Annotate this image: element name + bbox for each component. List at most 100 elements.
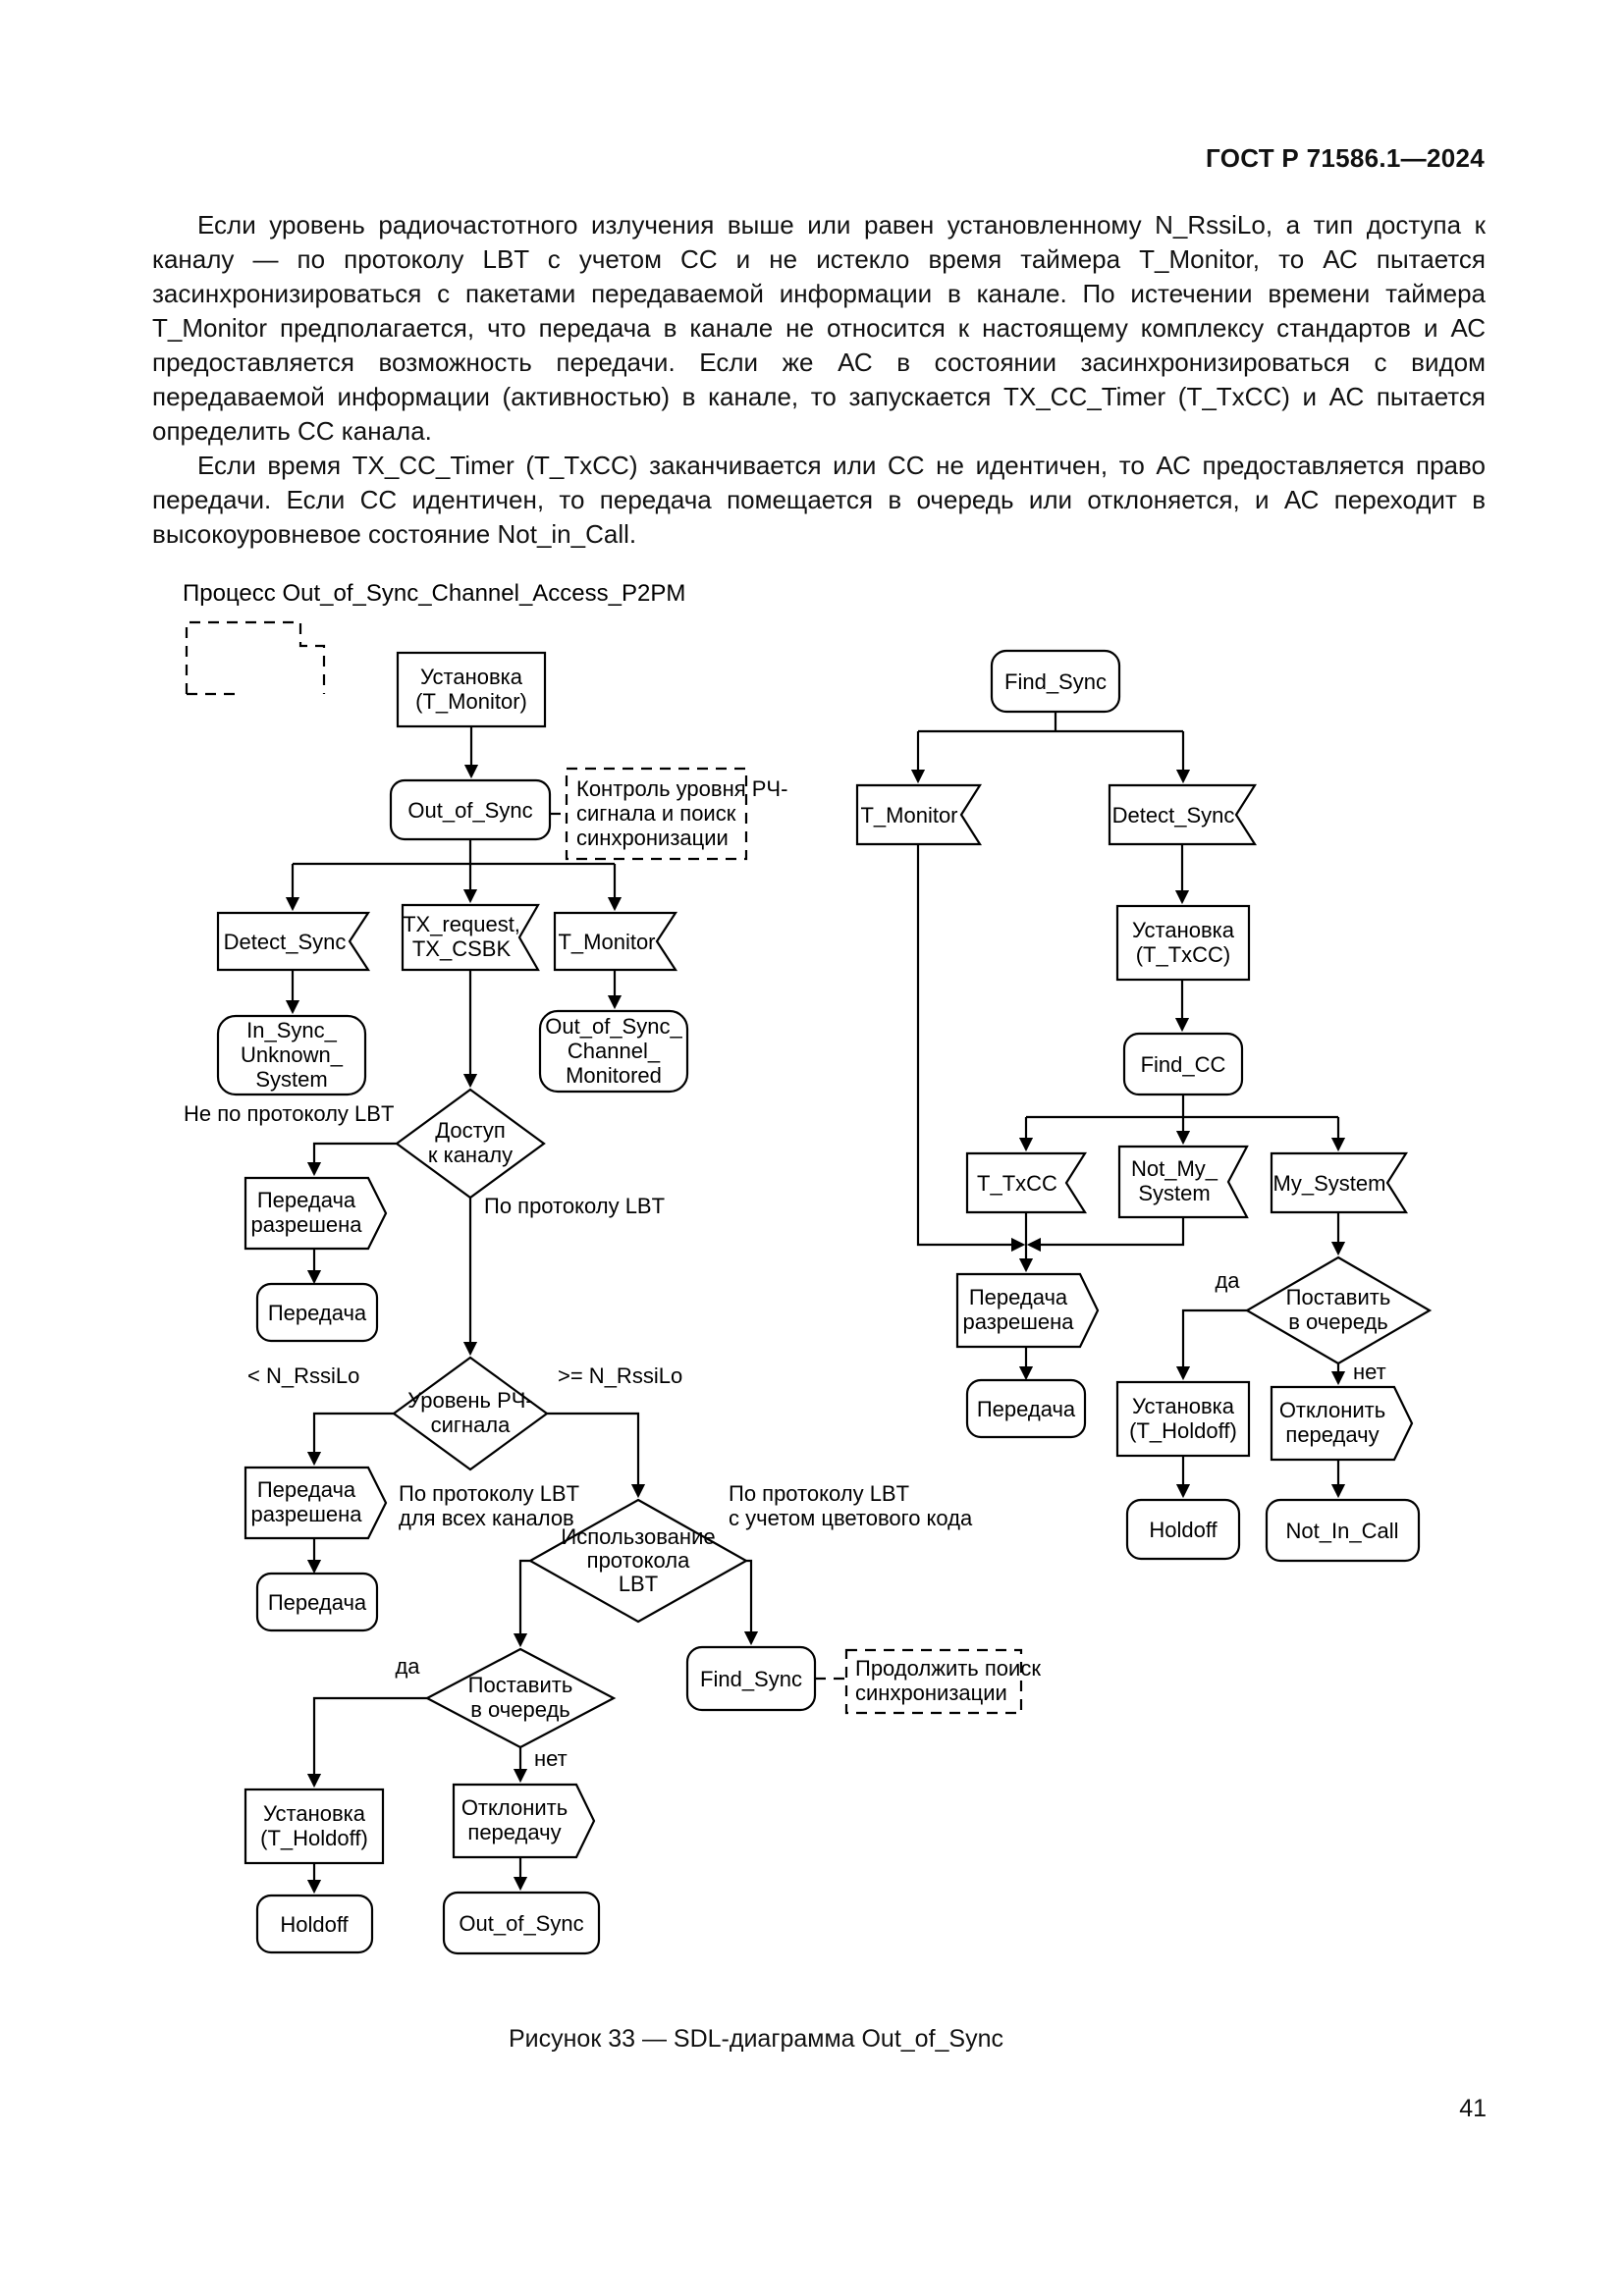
state-shape xyxy=(255,1282,379,1343)
state-transmit-2-label: Передача xyxy=(268,1590,367,1615)
task-set-tmonitor-label: Установка xyxy=(420,665,523,689)
input-shape xyxy=(553,911,678,972)
decision-channel-access: Доступ к каналу xyxy=(395,1088,546,1200)
flow-line xyxy=(547,1412,646,1499)
state-shape xyxy=(538,1009,689,1094)
input-not-my-system-l1: Not_My_ xyxy=(1131,1156,1218,1181)
decision-access-l2: к каналу xyxy=(428,1143,513,1167)
input-detect-sync-1: Detect_Sync xyxy=(216,911,371,972)
input-tx-request: TX_request, TX_CSBK xyxy=(401,903,540,972)
state-holdoff-right: Holdoff xyxy=(1125,1498,1241,1561)
output-perm3-l1: Передача xyxy=(969,1285,1068,1309)
label-yes-left: да xyxy=(395,1654,420,1679)
decision-shape xyxy=(527,1498,749,1624)
output-reject-right-l2: передачу xyxy=(1285,1422,1379,1447)
state-transmit-3: Передача xyxy=(965,1378,1087,1439)
state-in-sync-l1: In_Sync_ xyxy=(246,1018,337,1042)
label-yes-right: да xyxy=(1215,1268,1240,1293)
output-tx-permitted-1: Передача разрешена xyxy=(244,1176,388,1251)
input-shape xyxy=(1108,783,1257,846)
state-holdoff-right-label: Holdoff xyxy=(1149,1518,1218,1542)
output-reject-left-l1: Отклонить xyxy=(461,1795,568,1820)
input-detect-sync-1-label: Detect_Sync xyxy=(224,930,347,954)
output-shape xyxy=(1270,1385,1414,1462)
decision-access-l1: Доступ xyxy=(435,1118,506,1143)
comment-shape xyxy=(844,1648,1023,1715)
state-out-of-sync-2: Out_of_Sync xyxy=(442,1891,601,1955)
state-out-of-sync-1-label: Out_of_Sync xyxy=(407,798,532,823)
output-reject-right-l1: Отклонить xyxy=(1279,1398,1385,1422)
decision-shape xyxy=(395,1088,546,1200)
decision-shape xyxy=(392,1356,549,1471)
flow-line xyxy=(1175,1308,1247,1381)
label-lbt-all-channels-l2: для всех каналов xyxy=(399,1506,574,1530)
flow-line xyxy=(1026,1095,1338,1119)
output-perm2-l2: разрешена xyxy=(250,1502,362,1526)
figure-caption: Рисунок 33 — SDL-диаграмма Out_of_Sync xyxy=(508,2025,1004,2053)
input-shape xyxy=(216,911,371,972)
page-number: 41 xyxy=(1459,2095,1487,2122)
state-shape xyxy=(965,1378,1087,1439)
comment-rf-l1: Контроль уровня РЧ- xyxy=(576,776,787,801)
state-in-sync-l2: Unknown_ xyxy=(241,1042,344,1067)
comment-continue-l1: Продолжить поиск xyxy=(855,1656,1041,1681)
task-shape xyxy=(1115,1380,1251,1458)
state-find-sync-right-label: Find_Sync xyxy=(1004,669,1107,694)
input-not-my-system-l2: System xyxy=(1138,1181,1210,1205)
state-shape xyxy=(442,1891,601,1955)
state-out-of-sync-1: Out_of_Sync xyxy=(389,778,552,841)
paragraph-1: Если уровень радиочастотного излучения в… xyxy=(152,210,1486,446)
input-t-monitor-2-label: T_Monitor xyxy=(860,803,957,828)
state-find-sync-left: Find_Sync xyxy=(685,1645,817,1712)
state-not-in-call-label: Not_In_Call xyxy=(1286,1519,1399,1543)
label-lbt-color-code-l2: с учетом цветового кода xyxy=(729,1506,973,1530)
task-set-holdoff-right-l2: (T_Holdoff) xyxy=(1129,1418,1237,1443)
label-lbt: По протоколу LBT xyxy=(484,1194,665,1218)
task-shape xyxy=(396,651,547,728)
task-set-holdoff-left-l1: Установка xyxy=(263,1801,366,1826)
input-t-monitor-1-label: T_Monitor xyxy=(558,930,655,954)
output-perm2-l1: Передача xyxy=(257,1477,356,1502)
decision-queue-left-l1: Поставить xyxy=(468,1673,573,1697)
body-text-block: Если уровень радиочастотного излучения в… xyxy=(152,208,1486,552)
flow-lines xyxy=(285,712,1346,1895)
state-in-sync-unknown-system: In_Sync_ Unknown_ System xyxy=(216,1014,367,1096)
decision-lbt-usage: Использование протокола LBT xyxy=(527,1498,749,1624)
output-reject-right: Отклонить передачу xyxy=(1270,1385,1414,1462)
flow-line-junction-right xyxy=(1026,1217,1185,1253)
flow-line xyxy=(293,839,615,866)
state-find-sync-left-label: Find_Sync xyxy=(700,1667,802,1691)
state-oos-mon-l1: Out_of_Sync_ xyxy=(545,1014,682,1039)
input-detect-sync-2-label: Detect_Sync xyxy=(1112,803,1235,828)
document-code: ГОСТ Р 71586.1—2024 xyxy=(1206,143,1485,173)
state-shape xyxy=(685,1645,817,1712)
state-transmit-1-label: Передача xyxy=(268,1301,367,1325)
input-shape xyxy=(855,783,982,846)
output-shape xyxy=(244,1176,388,1251)
output-shape xyxy=(244,1466,388,1540)
paragraph-2: Если время TX_CC_Timer (T_TxCC) заканчив… xyxy=(152,451,1486,549)
decision-rf-l1: Уровень РЧ- xyxy=(407,1388,533,1413)
task-shape xyxy=(244,1788,385,1865)
input-shape xyxy=(401,903,540,972)
comment-continue-search: Продолжить поиск синхронизации xyxy=(844,1648,1041,1715)
input-t-monitor-1: T_Monitor xyxy=(553,911,678,972)
task-set-holdoff-left: Установка (T_Holdoff) xyxy=(244,1788,385,1865)
input-tx-request-l2: TX_CSBK xyxy=(412,936,512,961)
decision-queue-right-l1: Поставить xyxy=(1286,1285,1391,1309)
output-perm1-l1: Передача xyxy=(257,1188,356,1212)
input-not-my-system: Not_My_ System xyxy=(1117,1145,1249,1219)
task-set-holdoff-left-l2: (T_Holdoff) xyxy=(260,1826,368,1850)
state-out-of-sync-2-label: Out_of_Sync xyxy=(459,1911,583,1936)
state-transmit-2: Передача xyxy=(255,1572,379,1632)
state-not-in-call: Not_In_Call xyxy=(1265,1498,1421,1563)
state-find-sync-right: Find_Sync xyxy=(990,649,1121,714)
state-shape xyxy=(1122,1032,1244,1096)
sdl-flowchart: Процесс Out_of_Sync_Channel_Access_P2PM xyxy=(183,580,1433,1955)
flow-line xyxy=(743,1559,759,1646)
output-shape xyxy=(452,1783,596,1859)
output-reject-left-l2: передачу xyxy=(467,1820,561,1844)
comment-shape xyxy=(565,767,748,861)
output-perm1-l2: разрешена xyxy=(250,1212,362,1237)
comment-rf-l3: синхронизации xyxy=(576,826,729,850)
